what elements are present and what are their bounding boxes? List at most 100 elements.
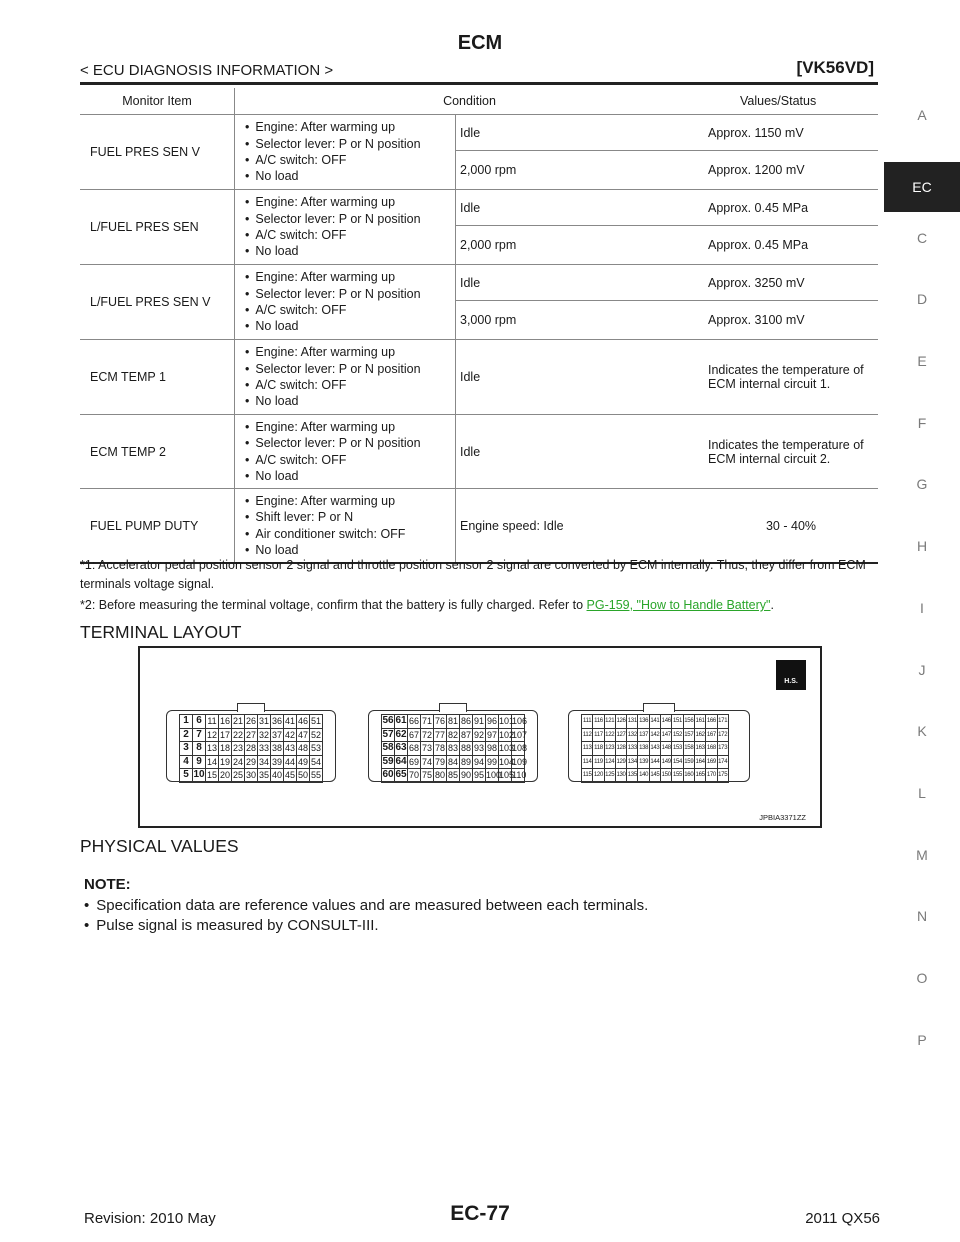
sub-condition-cell: Engine speed: Idle — [455, 488, 704, 564]
page-title: ECM — [457, 32, 503, 54]
sidebar-letter-a[interactable]: A — [917, 107, 927, 123]
condition-item: Engine: After warming up — [245, 194, 451, 210]
terminal-pin: 30 — [245, 769, 258, 783]
sidebar-letter-p[interactable]: P — [917, 1031, 927, 1048]
sidebar-letter-l[interactable]: L — [918, 784, 926, 801]
terminal-pin: 148 — [661, 742, 673, 756]
terminal-pin: 160 — [683, 769, 695, 783]
condition-item: A/C switch: OFF — [245, 152, 451, 168]
model-year: 2011 QX56 — [805, 1210, 880, 1227]
terminal-pin: 40 — [271, 769, 284, 783]
section-index-sidebar: A EC C D E F G H I J K L M N O P — [884, 100, 960, 1086]
sidebar-letter-m[interactable]: M — [916, 846, 928, 863]
monitor-item-cell: ECM TEMP 1 — [80, 339, 235, 415]
terminal-pin: 45 — [284, 769, 297, 783]
table-header-row: Monitor Item Condition Values/Status — [80, 88, 878, 115]
terminal-pin: 53 — [310, 742, 323, 756]
terminal-pin: 137 — [638, 728, 650, 742]
terminal-pin: 114 — [582, 755, 594, 769]
terminal-pin: 4 — [180, 755, 193, 769]
sidebar-letter-g[interactable]: G — [916, 476, 928, 493]
sidebar-letter-e[interactable]: E — [917, 353, 927, 370]
sub-condition-cell: 3,000 rpm — [455, 300, 704, 340]
terminal-pin: 58 — [382, 742, 395, 756]
header-rule — [80, 82, 878, 85]
terminal-pin: 6 — [193, 715, 206, 729]
terminal-pin: 124 — [604, 755, 616, 769]
table-row: ECM TEMP 2Engine: After warming upSelect… — [80, 414, 878, 489]
harness-side-icon: H.S. — [776, 660, 806, 690]
footnote-2: *2: Before measuring the terminal voltag… — [80, 596, 878, 615]
terminal-pin: 84 — [447, 755, 460, 769]
terminal-pin: 7 — [193, 728, 206, 742]
monitor-item-cell: FUEL PUMP DUTY — [80, 488, 235, 564]
value-cell: 30 - 40% — [704, 488, 878, 564]
value-cell: Approx. 1150 mV — [704, 114, 878, 151]
condition-cell: Engine: After warming upSelector lever: … — [234, 264, 456, 340]
terminal-pin: 71 — [421, 715, 434, 729]
battery-reference-link[interactable]: PG-159, "How to Handle Battery" — [586, 598, 771, 612]
condition-item: No load — [245, 542, 451, 558]
condition-list: Engine: After warming upSelector lever: … — [245, 419, 451, 485]
condition-item: Selector lever: P or N position — [245, 286, 451, 302]
terminal-pin: 13 — [206, 742, 219, 756]
terminal-pin: 56 — [382, 715, 395, 729]
condition-item: A/C switch: OFF — [245, 227, 451, 243]
sub-condition-cell: 2,000 rpm — [455, 150, 704, 190]
condition-item: Selector lever: P or N position — [245, 435, 451, 451]
sidebar-letter-d[interactable]: D — [916, 291, 928, 308]
table-row: ECM TEMP 1Engine: After warming upSelect… — [80, 339, 878, 415]
terminal-pin: 18 — [219, 742, 232, 756]
terminal-pin: 61 — [395, 715, 408, 729]
sub-condition-cell: 2,000 rpm — [455, 225, 704, 265]
terminal-pin: 59 — [382, 755, 395, 769]
terminal-pin: 90 — [460, 769, 473, 783]
breadcrumb: < ECU DIAGNOSIS INFORMATION > — [80, 62, 334, 79]
value-cell: Approx. 0.45 MPa — [704, 189, 878, 226]
terminal-pin: 81 — [447, 715, 460, 729]
terminal-pin: 171 — [717, 715, 729, 729]
sub-condition-cell: Idle — [455, 114, 704, 151]
terminal-pin: 2 — [180, 728, 193, 742]
terminal-pin: 60 — [382, 769, 395, 783]
sidebar-letter-j[interactable]: J — [918, 661, 926, 678]
sidebar-letter-k[interactable]: K — [917, 723, 927, 740]
terminal-pin: 34 — [258, 755, 271, 769]
terminal-pin: 174 — [717, 755, 729, 769]
terminal-pin: 26 — [245, 715, 258, 729]
terminal-pin: 49 — [297, 755, 310, 769]
condition-item: No load — [245, 168, 451, 184]
sidebar-letter-i[interactable]: I — [920, 599, 924, 616]
sidebar-letter-h[interactable]: H — [916, 538, 928, 555]
sub-condition-cell: Idle — [455, 414, 704, 489]
header-monitor-item: Monitor Item — [80, 88, 235, 115]
terminal-pin: 57 — [382, 728, 395, 742]
condition-list: Engine: After warming upSelector lever: … — [245, 344, 451, 410]
sidebar-letter-o[interactable]: O — [916, 969, 928, 986]
terminal-pin: 107 — [512, 728, 527, 742]
sidebar-letter-c[interactable]: C — [916, 229, 928, 246]
condition-list: Engine: After warming upSelector lever: … — [245, 269, 451, 335]
terminal-pin: 136 — [638, 715, 650, 729]
terminal-pin: 125 — [604, 769, 616, 783]
note-item: Specification data are reference values … — [84, 896, 648, 916]
terminal-pin: 104 — [499, 755, 514, 769]
condition-item: A/C switch: OFF — [245, 377, 451, 393]
terminal-pin: 16 — [219, 715, 232, 729]
sidebar-letter-n[interactable]: N — [916, 908, 928, 925]
terminal-pin: 10 — [193, 769, 206, 783]
terminal-pin: 157 — [683, 728, 695, 742]
condition-item: No load — [245, 243, 451, 259]
terminal-pin: 143 — [649, 742, 662, 756]
note-title: NOTE: — [84, 876, 131, 893]
condition-item: Engine: After warming up — [245, 493, 451, 509]
terminal-pin: 33 — [258, 742, 271, 756]
condition-item: Selector lever: P or N position — [245, 361, 451, 377]
terminal-pin: 149 — [661, 755, 673, 769]
sidebar-letter-f[interactable]: F — [917, 414, 927, 431]
value-cell: Approx. 3250 mV — [704, 264, 878, 301]
sidebar-letter-ec[interactable]: EC — [884, 161, 960, 212]
terminal-pin: 38 — [271, 742, 284, 756]
terminal-pin: 98 — [486, 742, 499, 756]
